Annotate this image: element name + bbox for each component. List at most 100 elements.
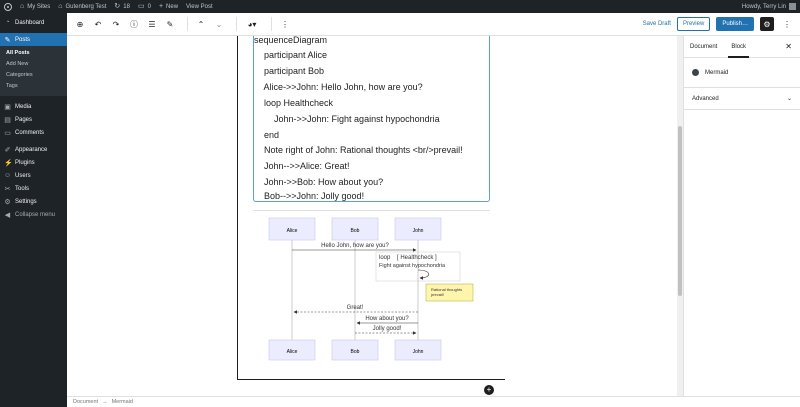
outline-button[interactable]: ☰: [145, 17, 159, 31]
preview-button[interactable]: Preview: [676, 17, 711, 31]
site-name-label: Gutenberg Test: [65, 3, 107, 10]
actor-box-bob: [331, 217, 379, 241]
tab-block[interactable]: Block: [728, 36, 749, 58]
updates-icon: ↻: [114, 3, 121, 10]
sidebar-item-settings[interactable]: ⚙ Settings: [0, 195, 67, 208]
code-line: Alice->>John: Hello John, how are you?: [254, 82, 423, 92]
settings-button[interactable]: ⚙: [760, 17, 774, 31]
loop-message: Fight against hypochondria: [379, 263, 446, 269]
brush-icon: ✐: [4, 146, 11, 154]
new-label: New: [166, 3, 179, 10]
canvas-scrollbar[interactable]: [677, 36, 683, 396]
avatar: [789, 3, 796, 10]
block-bottom-border: [237, 379, 505, 380]
loop-label: loop: [379, 255, 391, 261]
close-sidebar-button[interactable]: ✕: [785, 42, 792, 51]
submenu-categories[interactable]: Categories: [6, 72, 33, 78]
block-type-button[interactable]: ◕▾: [243, 17, 261, 31]
block-options-button[interactable]: ⋮: [278, 17, 292, 31]
sidebar-item-media[interactable]: ▣ Media: [0, 100, 67, 113]
code-line: sequenceDiagram: [254, 35, 328, 45]
advanced-label: Advanced: [692, 95, 719, 102]
tab-document[interactable]: Document: [690, 43, 718, 50]
sidebar-item-posts[interactable]: ✎ Posts: [0, 33, 67, 46]
redo-icon: ↷: [112, 19, 120, 29]
sidebar-item-tools[interactable]: ✂ Tools: [0, 182, 67, 195]
message-jolly: Jolly good!: [373, 326, 402, 332]
comments-menu[interactable]: ▭ 0: [138, 3, 151, 10]
actor-box-john: [394, 217, 442, 241]
comments-count: 0: [147, 3, 151, 10]
breadcrumb: Document → Mermaid: [67, 396, 800, 407]
account-menu[interactable]: Howdy, Terry Lin: [742, 3, 796, 10]
site-name-menu[interactable]: ⌂ Gutenberg Test: [58, 3, 106, 10]
scrollbar-thumb[interactable]: [678, 126, 682, 296]
collapse-menu-button[interactable]: ◀ Collapse menu: [0, 208, 67, 221]
code-line: John->>John: Fight against hypochondria: [254, 114, 440, 124]
actor-label-bob: Bob: [351, 228, 360, 234]
updates-menu[interactable]: ↻ 18: [114, 3, 130, 10]
undo-button[interactable]: ↶: [91, 17, 105, 31]
sidebar-item-plugins[interactable]: ⚡ Plugins: [0, 156, 67, 169]
code-line: Note right of John: Rational thoughts <b…: [254, 145, 463, 155]
toolbar-divider: [187, 17, 188, 31]
sidebar-item-users[interactable]: ☺ Users: [0, 169, 67, 182]
chevron-down-icon: ⌄: [215, 19, 223, 29]
redo-button[interactable]: ↷: [109, 17, 123, 31]
close-icon: ✕: [785, 42, 792, 51]
admin-sidebar: ◔ Dashboard ✎ Posts All Posts Add New Ca…: [0, 13, 67, 407]
posts-submenu: All Posts Add New Categories Tags: [0, 46, 67, 96]
block-inserter-button[interactable]: +: [484, 385, 494, 395]
undo-icon: ↶: [94, 19, 102, 29]
sidebar-item-dashboard[interactable]: ◔ Dashboard: [0, 16, 67, 29]
plus-circle-icon: ⊕: [76, 19, 84, 29]
wrench-icon: ✂: [4, 185, 11, 193]
my-sites-menu[interactable]: ⌂ My Sites: [20, 3, 50, 10]
my-sites-label: My Sites: [27, 3, 51, 10]
block-card: Mermaid: [684, 58, 800, 88]
dashboard-icon: ◔: [5, 19, 10, 26]
actor-label-alice-bottom: Alice: [287, 349, 298, 355]
comments-icon: ▭: [4, 129, 11, 137]
loop-title: [ Healthcheck ]: [397, 255, 437, 261]
move-up-button[interactable]: ⌃: [194, 17, 208, 31]
submenu-add-new[interactable]: Add New: [6, 61, 29, 67]
breadcrumb-mermaid[interactable]: Mermaid: [111, 399, 133, 405]
pages-icon: ▤: [4, 116, 11, 124]
more-menu-button[interactable]: ⋮: [780, 17, 794, 31]
breadcrumb-document[interactable]: Document: [73, 399, 99, 405]
list-icon: ☰: [148, 19, 156, 29]
add-block-button[interactable]: ⊕: [73, 17, 87, 31]
more-vertical-icon: ⋮: [783, 19, 791, 29]
mermaid-block-icon: [692, 69, 699, 76]
toolbar-actions: Save Draft Preview Publish… ⚙ ⋮: [643, 17, 794, 31]
submenu-tags[interactable]: Tags: [6, 83, 18, 89]
self-arrow-john: [417, 269, 430, 280]
sidebar-item-comments[interactable]: ▭ Comments: [0, 126, 67, 139]
advanced-panel-toggle[interactable]: Advanced ⌄: [684, 88, 800, 110]
wp-logo-menu[interactable]: [4, 2, 12, 11]
submenu-all-posts[interactable]: All Posts: [6, 50, 30, 56]
wordpress-icon: [4, 2, 12, 11]
mermaid-diagram-preview: Alice Bob John Hello John, how are you? …: [256, 214, 488, 366]
mermaid-code-editor[interactable]: sequenceDiagram participant Alice partic…: [253, 36, 490, 202]
tools-button[interactable]: ✎: [163, 17, 177, 31]
sidebar-item-appearance[interactable]: ✐ Appearance: [0, 143, 67, 156]
settings-sidebar: Document Block ✕ Mermaid Advanced ⌄: [683, 36, 800, 396]
message-great: Great!: [347, 305, 364, 311]
sidebar-item-pages[interactable]: ▤ Pages: [0, 113, 67, 126]
sequence-diagram-svg: Alice Bob John Hello John, how are you? …: [268, 217, 474, 361]
details-button[interactable]: ⓘ: [127, 17, 141, 31]
publish-button[interactable]: Publish…: [716, 17, 754, 31]
sidebar-item-label: Tools: [15, 185, 30, 192]
save-draft-button[interactable]: Save Draft: [642, 21, 671, 27]
move-down-button[interactable]: ⌄: [212, 17, 226, 31]
breadcrumb-arrow: →: [102, 399, 108, 405]
collapse-icon: ◀: [4, 211, 11, 219]
new-content-menu[interactable]: + New: [159, 3, 178, 10]
code-line: participant Alice: [254, 50, 328, 60]
view-post-link[interactable]: View Post: [186, 4, 213, 10]
note-line-1: Rational thoughts: [431, 287, 462, 292]
sidebar-item-label: Appearance: [15, 146, 48, 153]
toolbar-divider: [271, 17, 272, 31]
